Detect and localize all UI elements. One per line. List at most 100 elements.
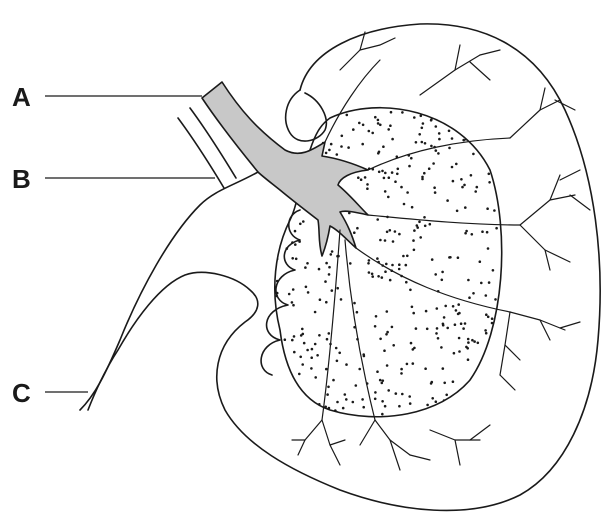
stipple-dot	[387, 97, 390, 100]
stipple-dot	[435, 125, 438, 128]
stipple-dot	[502, 343, 505, 346]
stipple-dot	[358, 122, 361, 125]
stipple-dot	[451, 166, 454, 169]
stipple-dot	[383, 177, 386, 180]
stipple-dot	[467, 338, 470, 341]
stipple-dot	[319, 298, 322, 301]
stipple-dot	[444, 305, 447, 308]
stipple-dot	[391, 264, 394, 267]
stipple-dot	[470, 174, 473, 177]
stipple-dot	[412, 312, 415, 315]
stipple-dot	[294, 99, 297, 102]
stipple-dot	[471, 339, 474, 342]
stipple-dot	[411, 206, 414, 209]
stipple-dot	[446, 327, 449, 330]
stipple-dot	[501, 194, 504, 197]
stipple-dot	[288, 385, 291, 388]
stipple-dot	[384, 190, 387, 193]
stipple-dot	[412, 239, 415, 242]
stipple-dot	[429, 223, 432, 226]
stipple-dot	[434, 191, 437, 194]
stipple-dot	[314, 111, 317, 114]
stipple-dot	[386, 331, 389, 334]
stipple-dot	[357, 176, 360, 179]
stipple-dot	[488, 281, 491, 284]
stipple-dot	[406, 191, 409, 194]
stipple-dot	[330, 253, 333, 256]
stipple-dot	[390, 111, 393, 114]
stipple-dot	[381, 413, 384, 416]
stipple-dot	[424, 367, 427, 370]
stipple-dot	[292, 304, 295, 307]
stipple-dot	[371, 275, 374, 278]
stipple-dot	[377, 122, 380, 125]
stipple-dot	[299, 356, 302, 359]
stipple-dot	[310, 106, 313, 109]
stipple-dot	[354, 416, 357, 419]
stipple-dot	[272, 206, 275, 209]
stipple-dot	[509, 246, 512, 249]
stipple-dot	[362, 124, 365, 127]
stipple-dot	[289, 116, 292, 119]
stipple-dot	[314, 311, 317, 314]
stipple-dot	[443, 316, 446, 319]
stipple-dot	[428, 167, 431, 170]
stipple-dot	[377, 119, 380, 122]
stipple-dot	[398, 268, 401, 271]
stipple-dot	[283, 385, 286, 388]
stipple-dot	[325, 368, 328, 371]
stipple-dot	[383, 421, 386, 424]
stipple-dot	[472, 153, 475, 156]
stipple-dot	[345, 363, 348, 366]
stipple-dot	[400, 186, 403, 189]
stipple-dot	[453, 399, 456, 402]
stipple-dot	[434, 273, 437, 276]
stipple-dot	[492, 342, 495, 345]
stipple-dot	[429, 96, 432, 99]
stipple-dot	[474, 190, 477, 193]
stipple-dot	[457, 313, 460, 316]
stipple-dot	[406, 255, 409, 258]
stipple-dot	[498, 346, 501, 349]
kidney-capsule	[88, 24, 600, 511]
stipple-dot	[299, 223, 302, 226]
stipple-dot	[468, 296, 471, 299]
stipple-dot	[412, 362, 415, 365]
stipple-dot	[356, 227, 359, 230]
stipple-dot	[290, 148, 293, 151]
stipple-dot	[491, 159, 494, 162]
stipple-dot	[382, 145, 385, 148]
stipple-dot	[421, 141, 424, 144]
stipple-dot	[346, 114, 349, 117]
stipple-dot	[415, 141, 418, 144]
stipple-dot	[310, 367, 313, 370]
stipple-dot	[352, 128, 355, 131]
stipple-dot	[462, 396, 465, 399]
stipple-dot	[302, 333, 305, 336]
stipple-dot	[475, 409, 478, 412]
stipple-dot	[391, 326, 394, 329]
stipple-dot	[506, 389, 509, 392]
label-a: A	[12, 82, 31, 112]
stipple-dot	[376, 218, 379, 221]
stipple-dot	[342, 407, 345, 410]
stipple-dot	[455, 309, 458, 312]
stipple-dot	[435, 400, 438, 403]
stipple-dot	[270, 284, 273, 287]
stipple-dot	[352, 401, 355, 404]
stipple-dot	[387, 128, 390, 131]
stipple-dot	[505, 357, 508, 360]
stipple-dot	[293, 335, 296, 338]
stipple-dot	[392, 240, 395, 243]
stipple-dot	[391, 171, 394, 174]
stipple-dot	[377, 275, 380, 278]
stipple-dot	[421, 178, 424, 181]
stipple-dot	[335, 347, 338, 350]
stipple-dot	[403, 203, 406, 206]
stipple-dot	[437, 337, 440, 340]
stipple-dot	[420, 115, 423, 118]
stipple-dot	[430, 118, 433, 121]
stipple-dot	[509, 215, 512, 218]
stipple-dot	[379, 338, 382, 341]
